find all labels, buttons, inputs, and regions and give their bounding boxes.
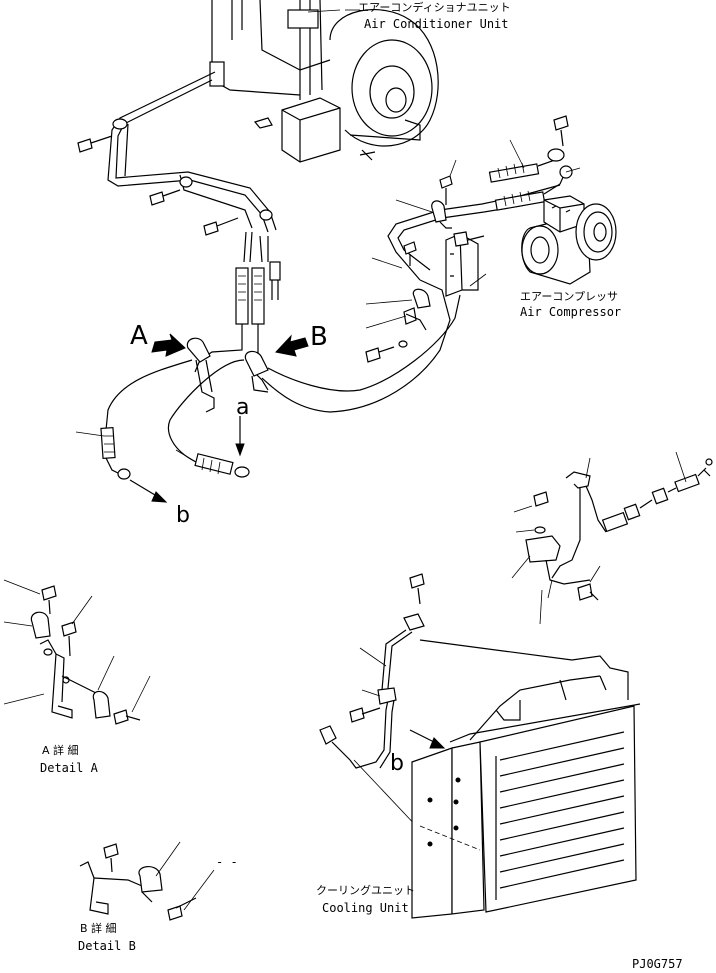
leader-line bbox=[513, 505, 533, 513]
detail-a-drawing bbox=[30, 585, 141, 725]
air-compressor-label-en: Air Compressor bbox=[520, 305, 621, 319]
leader-line bbox=[361, 689, 381, 697]
sensor-harness bbox=[525, 458, 713, 601]
leader-line bbox=[547, 579, 553, 599]
cooling-hose bbox=[319, 573, 425, 769]
leader-line bbox=[515, 529, 535, 533]
dash-mark: - - bbox=[216, 855, 238, 869]
air-compressor-label-jp: エアーコンプレッサ bbox=[520, 290, 618, 303]
leader-line bbox=[359, 647, 387, 667]
detail-b-label-en: Detail B bbox=[78, 939, 136, 953]
detail-a-label-en: Detail A bbox=[40, 761, 99, 775]
leader-line bbox=[3, 693, 45, 705]
leader-line bbox=[353, 759, 421, 831]
leader-line bbox=[675, 451, 687, 483]
compressor-pipe-assembly bbox=[365, 115, 573, 363]
cooling-unit-label-en: Cooling Unit bbox=[322, 901, 409, 915]
leader-line bbox=[585, 457, 591, 479]
leader-line bbox=[183, 869, 215, 911]
leader-line bbox=[71, 595, 93, 625]
leader-line bbox=[371, 257, 403, 269]
leader-line bbox=[3, 621, 33, 627]
drawing-code: PJ0G757 bbox=[632, 957, 683, 971]
leader-line bbox=[175, 449, 197, 463]
detail-b-drawing bbox=[79, 843, 197, 921]
leader-line bbox=[97, 655, 115, 691]
leader-line bbox=[395, 199, 433, 213]
ref-label-b-cooling: b bbox=[390, 751, 404, 776]
cooling-unit bbox=[411, 639, 641, 919]
view-arrow-b bbox=[275, 334, 309, 357]
leader-line bbox=[155, 841, 181, 877]
leader-line bbox=[511, 555, 531, 579]
leader-line bbox=[365, 315, 407, 329]
upper-pipe-assembly bbox=[77, 71, 281, 325]
ref-label-a: a bbox=[236, 395, 249, 420]
leader-line bbox=[3, 579, 41, 595]
leader-line bbox=[589, 565, 601, 583]
leader-line bbox=[565, 167, 581, 173]
leader-line bbox=[539, 589, 543, 625]
leader-line bbox=[75, 431, 105, 437]
view-label-b: B bbox=[310, 322, 328, 352]
air-conditioner-label-en: Air Conditioner Unit bbox=[364, 17, 509, 31]
leader-line bbox=[365, 299, 413, 305]
view-arrow-a bbox=[151, 333, 186, 357]
leader-line bbox=[469, 273, 487, 287]
leader-line bbox=[509, 139, 525, 169]
air-compressor bbox=[521, 195, 617, 285]
air-conditioner-unit bbox=[209, 0, 439, 163]
ref-label-b: b bbox=[176, 503, 190, 528]
leader-line bbox=[449, 159, 457, 177]
detail-b-label-jp: B 詳 細 bbox=[80, 921, 117, 935]
mid-hose-assembly bbox=[100, 279, 461, 480]
view-label-a: A bbox=[130, 321, 148, 351]
detail-a-label-jp: A 詳 細 bbox=[42, 743, 79, 757]
air-conditioner-label-jp: エアーコンディショナユニット bbox=[358, 0, 511, 14]
cooling-unit-label-jp: クーリングユニット bbox=[316, 883, 415, 897]
leader-line bbox=[307, 9, 341, 13]
leader-line bbox=[131, 675, 151, 713]
